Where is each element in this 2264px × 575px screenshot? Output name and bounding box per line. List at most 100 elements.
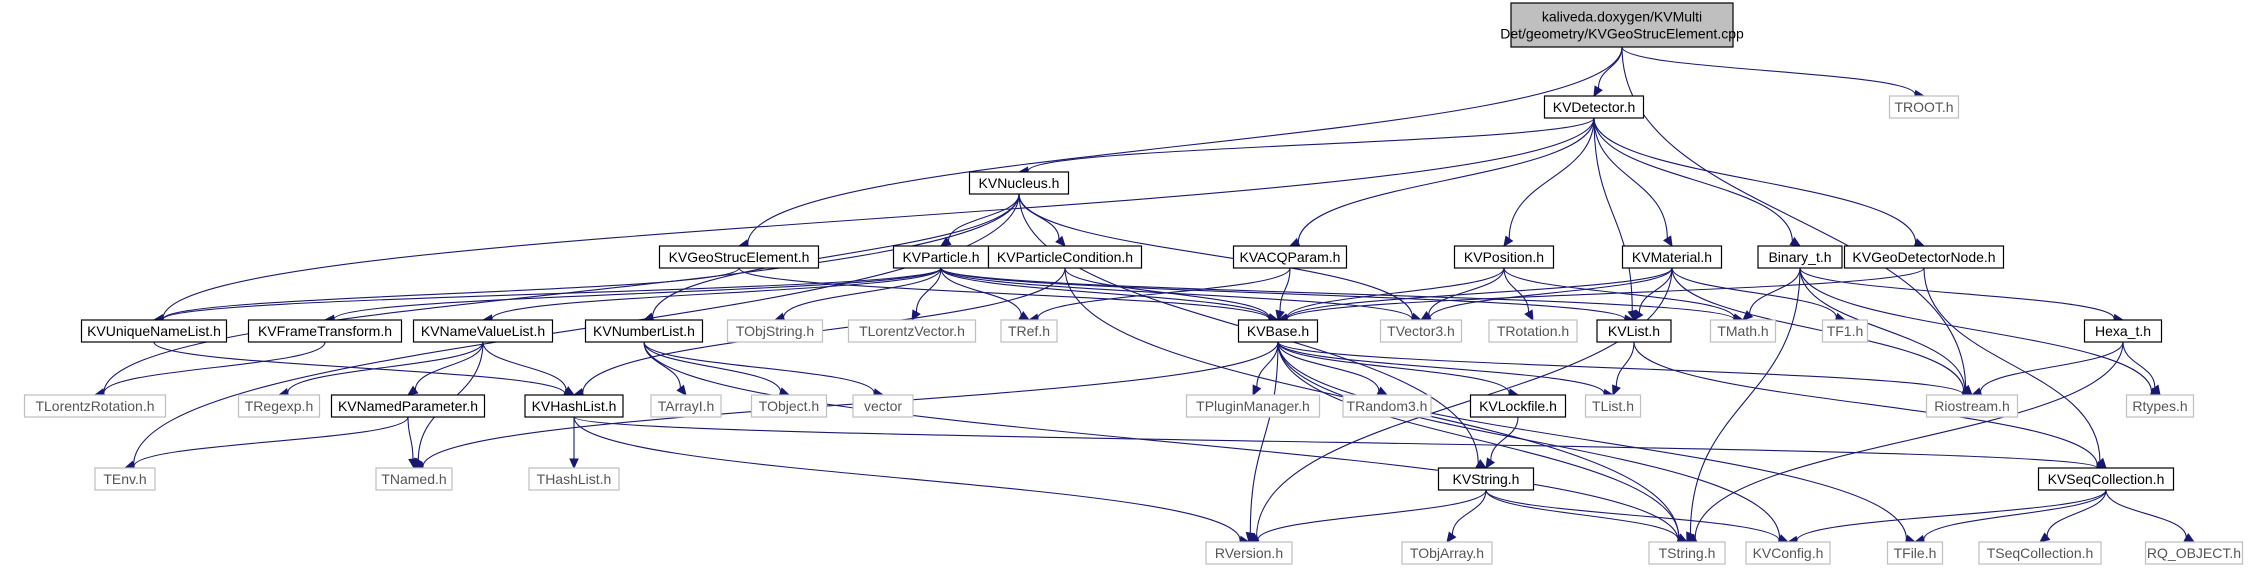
edge-Hexa_t-to-Riostream — [1970, 341, 2124, 397]
edge-line — [1593, 117, 1668, 239]
edge-KVACQParam-to-KVBase — [1275, 267, 1291, 322]
node-KVParticle[interactable]: KVParticle.h — [892, 245, 990, 269]
node-KVList[interactable]: KVList.h — [1596, 319, 1672, 343]
node-label: TFile.h — [1894, 545, 1937, 561]
node-KVFrameTransform[interactable]: KVFrameTransform.h — [247, 319, 403, 343]
node-KVACQParam[interactable]: KVACQParam.h — [1232, 245, 1348, 269]
edge-line — [1979, 341, 2124, 393]
node-TRandom3: TRandom3.h — [1342, 394, 1432, 418]
edge-KVBase-to-TList — [1277, 341, 1615, 399]
node-KVGeoStrucElement[interactable]: KVGeoStrucElement.h — [658, 245, 820, 269]
edge-arrowhead — [1055, 235, 1066, 247]
node-TROOT: TROOT.h — [1888, 95, 1960, 119]
node-KVString[interactable]: KVString.h — [1437, 467, 1535, 491]
node-box — [1000, 319, 1058, 343]
node-label: TROOT.h — [1894, 99, 1953, 115]
edge-Hexa_t-to-Rtypes — [2122, 341, 2161, 397]
node-TString: TString.h — [1648, 541, 1726, 565]
node-box — [750, 394, 828, 418]
node-TRef: TRef.h — [1000, 319, 1058, 343]
edge-KVParticle-to-TVector3 — [940, 267, 1423, 324]
node-box — [524, 394, 624, 418]
edge-line — [783, 267, 942, 318]
node-KVSeqCollection[interactable]: KVSeqCollection.h — [2037, 467, 2175, 491]
edge-KVNucleus-to-KVParticle — [939, 193, 1020, 247]
edge-line — [1279, 267, 1291, 312]
node-TNamed: TNamed.h — [375, 467, 453, 491]
edge-arrowhead — [1485, 457, 1496, 470]
node-KVLockfile[interactable]: KVLockfile.h — [1469, 394, 1567, 418]
node-box — [80, 319, 228, 343]
node-label: TMath.h — [1717, 323, 1768, 339]
edge-line — [287, 341, 484, 393]
node-KVHashList[interactable]: KVHashList.h — [524, 394, 624, 418]
edge-KVSeqCollection-to-KVConfig — [1786, 489, 2107, 546]
node-TObjString: TObjString.h — [726, 319, 824, 343]
edge-line — [162, 117, 1595, 319]
node-box — [1888, 95, 1960, 119]
edge-arrowhead — [1789, 236, 1802, 247]
node-KVNamedParameter[interactable]: KVNamedParameter.h — [330, 394, 486, 418]
node-KVUniqueNameList[interactable]: KVUniqueNameList.h — [80, 319, 228, 343]
edge-line — [1277, 341, 1964, 395]
node-TLorentzRotation: TLorentzRotation.h — [23, 394, 167, 418]
node-TPluginManager: TPluginManager.h — [1185, 394, 1321, 418]
node-Binary_t[interactable]: Binary_t.h — [1757, 245, 1843, 269]
edge-KVSeqCollection-to-RQ_OBJECT — [2105, 489, 2196, 543]
node-label: TF1.h — [1827, 323, 1864, 339]
edge-arrowhead — [2150, 384, 2161, 397]
node-box — [1757, 245, 1843, 269]
node-box — [1232, 245, 1348, 269]
edge-KVList-to-KVSeqCollection — [1633, 341, 2108, 471]
node-KVGeoDetectorNode[interactable]: KVGeoDetectorNode.h — [1843, 245, 2005, 269]
node-label: TObjArray.h — [1410, 545, 1484, 561]
node-box — [847, 319, 977, 343]
node-box — [852, 394, 914, 418]
node-root[interactable]: kaliveda.doxygen/KVMultiDet/geometry/KVG… — [1500, 2, 1744, 48]
node-box — [247, 319, 403, 343]
node-box — [412, 319, 554, 343]
edge-line — [133, 416, 409, 467]
node-label: Rtypes.h — [2132, 398, 2187, 414]
node-RVersion: RVersion.h — [1205, 541, 1293, 565]
node-Hexa_t[interactable]: Hexa_t.h — [2083, 319, 2163, 343]
node-KVBase[interactable]: KVBase.h — [1237, 319, 1319, 343]
edge-line — [103, 341, 326, 394]
node-KVNameValueList[interactable]: KVNameValueList.h — [412, 319, 554, 343]
edge-line — [1297, 117, 1595, 243]
edge-line — [747, 46, 1623, 245]
node-box — [528, 467, 620, 491]
node-label: KVNucleus.h — [979, 175, 1060, 191]
node-KVNumberList[interactable]: KVNumberList.h — [584, 319, 704, 343]
node-box — [330, 394, 486, 418]
edge-line — [1249, 341, 1279, 534]
edge-line — [407, 416, 414, 460]
node-label: RVersion.h — [1215, 545, 1283, 561]
edge-line — [940, 267, 1413, 320]
edge-line — [573, 416, 2098, 469]
edge-arrowhead — [406, 385, 419, 396]
node-label: TRef.h — [1008, 323, 1050, 339]
node-KVParticleCondition[interactable]: KVParticleCondition.h — [987, 245, 1143, 269]
edge-line — [1429, 267, 1673, 319]
edge-arrowhead — [1245, 531, 1256, 544]
node-label: KVGeoStrucElement.h — [669, 249, 810, 265]
edge-line — [1485, 489, 1780, 541]
edge-KVHashList-to-KVSeqCollection — [573, 416, 2108, 473]
edge-line — [940, 267, 1270, 319]
edge-arrowhead — [1446, 531, 1457, 543]
node-label: TRotation.h — [1497, 323, 1569, 339]
edge-line — [1593, 117, 1917, 243]
node-KVMaterial[interactable]: KVMaterial.h — [1621, 245, 1723, 269]
node-KVPosition[interactable]: KVPosition.h — [1453, 245, 1555, 269]
node-box — [968, 171, 1070, 195]
node-label: Det/geometry/KVGeoStrucElement.cpp — [1500, 26, 1744, 42]
node-KVNucleus[interactable]: KVNucleus.h — [968, 171, 1070, 195]
node-TArrayI: TArrayI.h — [650, 394, 722, 418]
node-label: TList.h — [1592, 398, 1634, 414]
node-box — [1469, 394, 1567, 418]
edge-line — [2122, 341, 2156, 388]
edge-KVNamedParameter-to-TEnv — [123, 416, 409, 472]
node-KVDetector[interactable]: KVDetector.h — [1543, 95, 1645, 119]
edge-KVLockfile-to-KVString — [1485, 416, 1519, 470]
